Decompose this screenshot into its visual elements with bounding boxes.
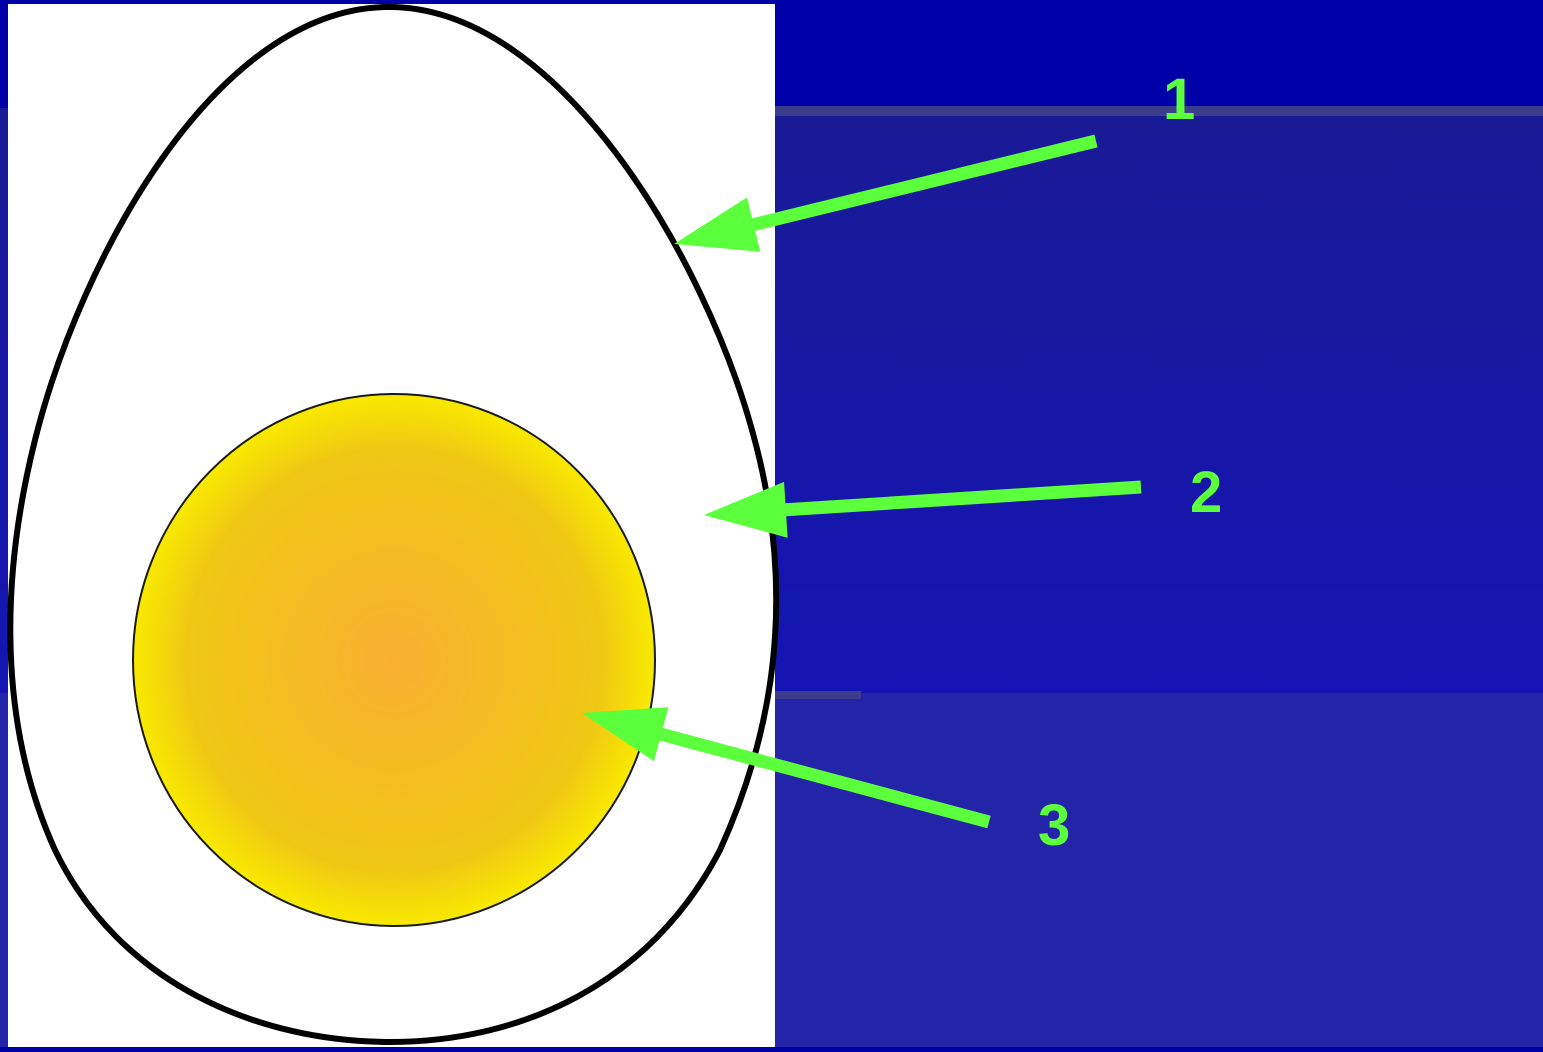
divider-bottom xyxy=(775,691,861,699)
arrow-1-head xyxy=(674,197,761,252)
label-1: 1 xyxy=(1163,67,1195,132)
label-2: 2 xyxy=(1190,460,1222,525)
arrows xyxy=(582,134,1142,829)
arrow-2-shaft xyxy=(781,480,1142,517)
egg-yolk xyxy=(132,393,656,927)
divider-top xyxy=(775,106,1543,116)
arrow-2 xyxy=(704,480,1142,538)
label-3: 3 xyxy=(1038,793,1070,858)
arrow-3 xyxy=(582,707,991,829)
arrow-3-head xyxy=(582,707,669,762)
arrow-2-head xyxy=(704,481,788,538)
arrow-1 xyxy=(674,134,1098,252)
arrow-3-shaft xyxy=(655,726,991,829)
arrow-1-shaft xyxy=(748,134,1098,232)
